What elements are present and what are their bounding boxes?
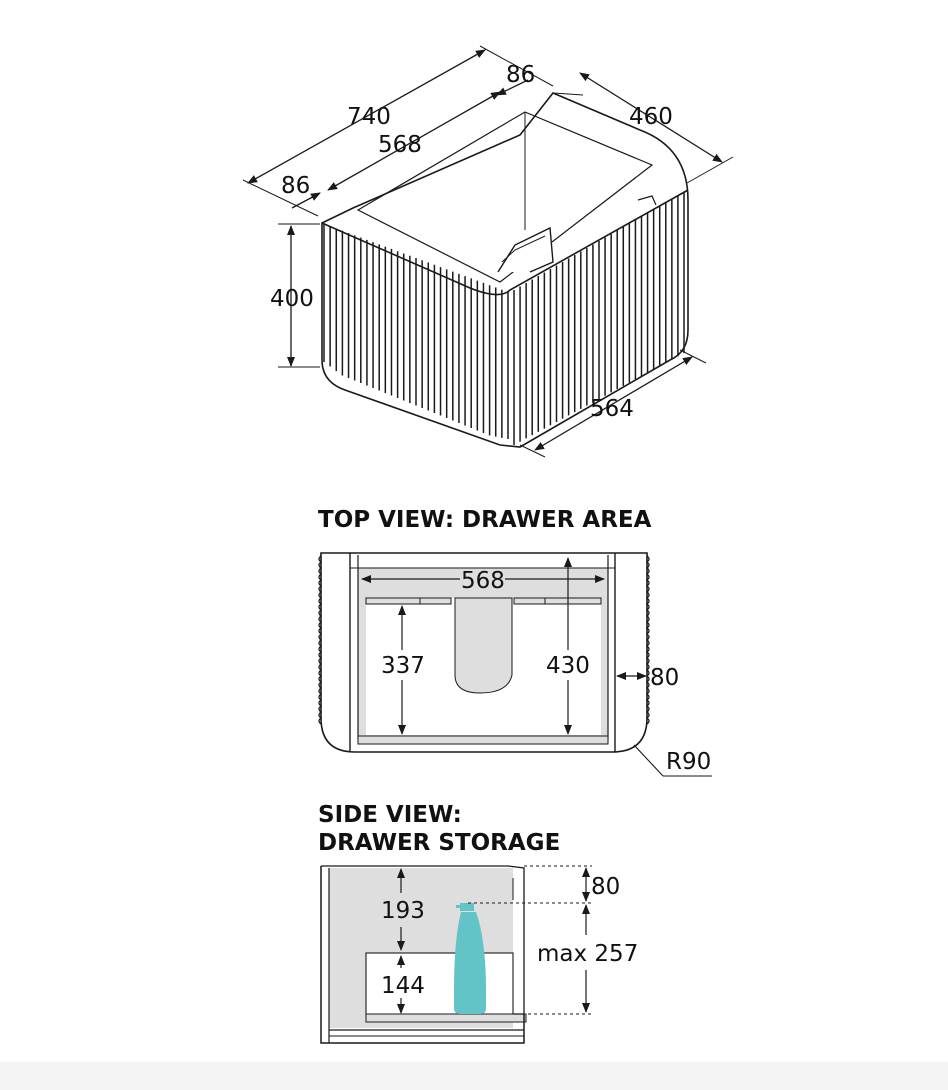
side-view-heading-line1: SIDE VIEW:	[318, 802, 462, 828]
top-dim-r90: R90	[666, 749, 711, 775]
side-dim-max-257: max 257	[537, 941, 638, 967]
top-dim-337: 337	[381, 653, 425, 679]
side-dim-80: 80	[591, 874, 620, 900]
top-dim-80: 80	[650, 665, 679, 691]
cabinet-body	[321, 92, 689, 448]
top-dim-430: 430	[546, 653, 590, 679]
fluted-edge-left	[318, 555, 323, 725]
side-dim-193: 193	[381, 898, 425, 924]
dim-740: 740	[347, 104, 391, 130]
dim-86-left: 86	[281, 173, 310, 199]
fluted-front-panel	[323, 224, 509, 439]
side-dim-144: 144	[381, 973, 425, 999]
isometric-view: 740 568 86 86 460 400 564	[242, 45, 734, 458]
top-view: 568 337 430 80 R90	[318, 552, 712, 777]
top-view-heading: TOP VIEW: DRAWER AREA	[318, 507, 652, 533]
fluted-edge-right	[645, 555, 650, 725]
page-footer	[0, 1062, 948, 1090]
dim-568: 568	[378, 132, 422, 158]
side-view-heading-line2: DRAWER STORAGE	[318, 830, 560, 856]
side-view: 193 144 80 max 257	[320, 865, 638, 1044]
dim-460: 460	[629, 104, 673, 130]
dim-564: 564	[590, 396, 634, 422]
top-dim-568: 568	[461, 568, 505, 594]
dim-400: 400	[270, 286, 314, 312]
dimension-diagram: 740 568 86 86 460 400 564 TOP VIEW: DRAW…	[242, 45, 734, 1044]
bottle-illustration	[454, 903, 486, 1014]
dim-86-right: 86	[506, 62, 535, 88]
